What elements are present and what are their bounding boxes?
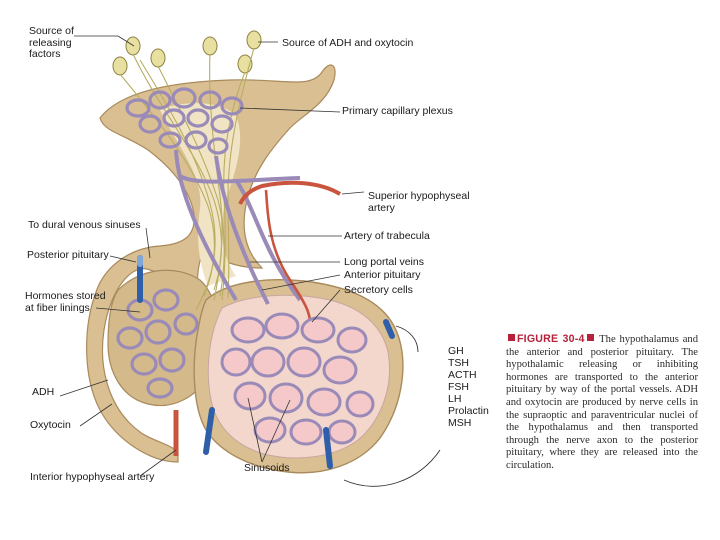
label-long-portal-veins: Long portal veins [344, 256, 424, 268]
hormone-item: FSH [448, 381, 469, 393]
infundibulum [160, 103, 241, 286]
hormone-item: LH [448, 393, 462, 405]
label-primary-capillary-plexus: Primary capillary plexus [342, 105, 453, 117]
caption-marker [586, 334, 594, 341]
label-anterior-pituitary: Anterior pituitary [344, 269, 421, 281]
label-to-dural-venous-sinuses: To dural venous sinuses [28, 219, 141, 231]
label-sinusoids: Sinusoids [244, 462, 290, 474]
posterior-capillaries [116, 288, 199, 399]
figure-label: FIGURE 30-4 [517, 333, 585, 345]
superior-hypophyseal-artery [238, 180, 342, 205]
hormone-item: ACTH [448, 369, 477, 381]
label-source-releasing-factors: Source of releasing factors [29, 25, 74, 60]
release-arrows [343, 325, 441, 487]
primary-capillary-plexus [125, 87, 244, 155]
label-inferior-hypophyseal-artery: Interior hypophyseal artery [30, 471, 155, 483]
portal-veins [174, 149, 302, 305]
hormone-item: GH [448, 345, 464, 357]
hormone-item: TSH [448, 357, 469, 369]
label-source-adh-oxytocin: Source of ADH and oxytocin [282, 37, 414, 49]
figure-caption: FIGURE 30-4 The hypothalamus and the ant… [506, 333, 698, 473]
label-posterior-pituitary: Posterior pituitary [27, 249, 109, 261]
leader-lines [59, 35, 365, 477]
label-secretory-cells: Secretory cells [344, 284, 413, 296]
neuron-cell-bodies [112, 30, 262, 76]
label-hormones-stored: Hormones stored at fiber linings [25, 290, 106, 314]
anterior-sinusoids [220, 312, 375, 446]
anterior-hormone-list: GH TSH ACTH FSH LH Prolactin MSH [448, 345, 489, 429]
caption-body: The hypothalamic releasing or inhibiting… [506, 346, 698, 471]
label-oxytocin: Oxytocin [30, 419, 71, 431]
label-superior-hypophyseal-artery: Superior hypophyseal artery [368, 190, 470, 214]
label-artery-of-trabecula: Artery of trabecula [344, 230, 430, 242]
caption-marker [508, 334, 515, 341]
caption-title: The hypothalamus and the anterior and po… [506, 334, 698, 358]
hormone-item: Prolactin [448, 405, 489, 417]
hormone-item: MSH [448, 417, 472, 429]
label-adh: ADH [32, 386, 55, 398]
artery-of-trabecula [264, 189, 312, 333]
draining-veins [137, 255, 395, 469]
